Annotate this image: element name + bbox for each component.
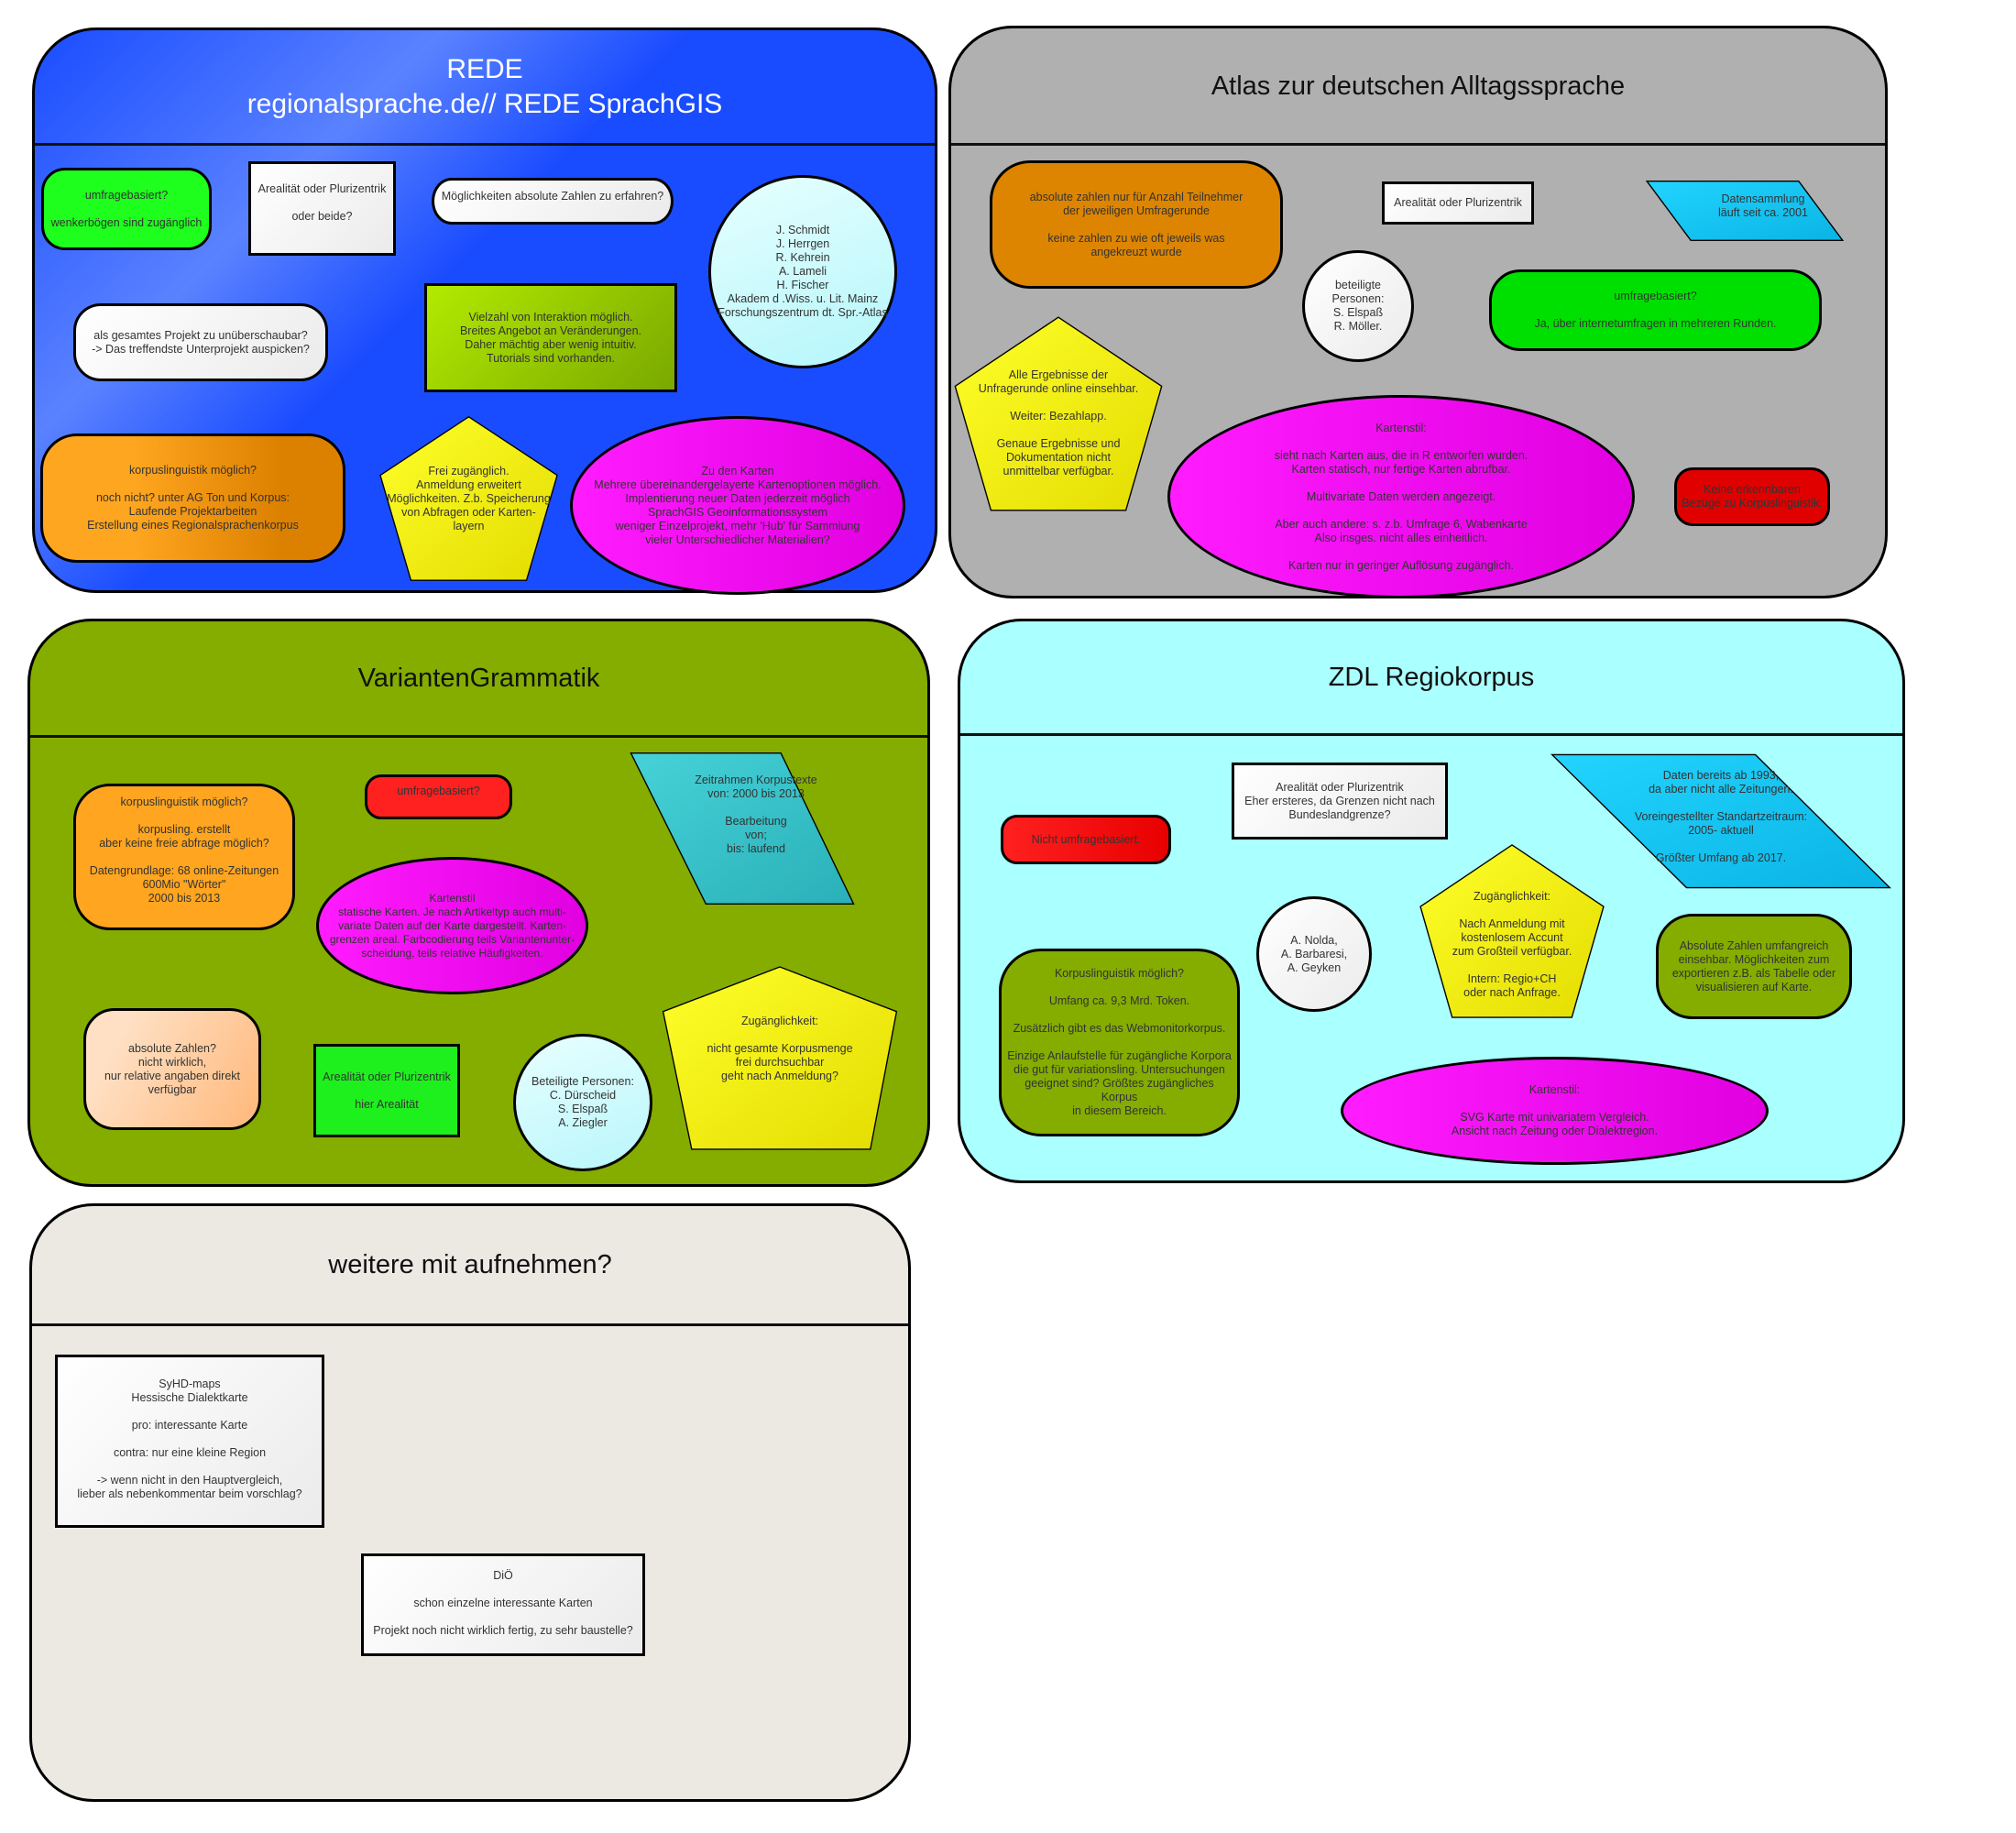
varianten-zahlen-box[interactable]: absolute Zahlen? nicht wirklich, nur rel… xyxy=(83,1008,261,1130)
zdl-zugang-pentagon[interactable]: Zugänglichkeit: Nach Anmeldung mit koste… xyxy=(1419,843,1605,1019)
pentagon-shape xyxy=(1419,843,1605,1019)
panel-title-zdl: ZDL Regiokorpus xyxy=(960,621,1902,736)
zdl-personen-ellipse[interactable]: A. Nolda, A. Barbaresi, A. Geyken xyxy=(1256,896,1372,1012)
rede-zugang-pentagon[interactable]: Frei zugänglich. Anmeldung erweitert Mög… xyxy=(378,415,559,582)
zdl-kartenstil-ellipse[interactable]: Kartenstil: SVG Karte mit univariatem Ve… xyxy=(1341,1057,1769,1165)
atlas-zahlen-box[interactable]: absolute zahlen nur für Anzahl Teilnehme… xyxy=(990,160,1283,289)
atlas-daten-text: Datensammlung läuft seit ca. 2001 xyxy=(1718,192,1808,219)
zdl-areal-box[interactable]: Arealität oder Plurizentrik Eher erstere… xyxy=(1232,763,1448,840)
rede-interaktion-box[interactable]: Vielzahl von Interaktion möglich. Breite… xyxy=(424,283,677,392)
parallelogram-shape xyxy=(1645,181,1845,241)
rede-projekt-box[interactable]: als gesamtes Projekt zu unüberschaubar? … xyxy=(73,303,328,381)
varianten-zugang-text: Zugänglichkeit: nicht gesamte Korpusmeng… xyxy=(707,1015,853,1082)
varianten-zeitrahmen-text: Zeitrahmen Korpustexte von: 2000 bis 201… xyxy=(695,774,817,855)
zdl-korpus-box[interactable]: Korpuslinguistik möglich? Umfang ca. 9,3… xyxy=(999,949,1240,1136)
varianten-zeitrahmen-parallelogram[interactable]: Zeitrahmen Korpustexte von: 2000 bis 201… xyxy=(629,752,856,906)
rede-korpus-box[interactable]: korpuslinguistik möglich? noch nicht? un… xyxy=(40,434,345,563)
rede-karten-ellipse[interactable]: Zu den Karten Mehrere übereinandergelaye… xyxy=(570,416,905,595)
panel-title-weitere: weitere mit aufnehmen? xyxy=(32,1206,908,1326)
varianten-zugang-pentagon[interactable]: Zugänglichkeit: nicht gesamte Korpusmeng… xyxy=(661,965,899,1151)
zdl-zugang-text: Zugänglichkeit: Nach Anmeldung mit koste… xyxy=(1452,890,1572,999)
atlas-areal-box[interactable]: Arealität oder Plurizentrik xyxy=(1382,181,1534,225)
parallelogram-shape xyxy=(1549,753,1893,889)
rede-zugang-text: Frei zugänglich. Anmeldung erweitert Mög… xyxy=(387,464,551,532)
panel-title-varianten: VariantenGrammatik xyxy=(30,621,927,738)
weitere-syhd-box[interactable]: SyHD-maps Hessische Dialektkarte pro: in… xyxy=(55,1355,324,1528)
zdl-zahlen-box[interactable]: Absolute Zahlen umfangreich einsehbar. M… xyxy=(1656,914,1852,1019)
pentagon-shape xyxy=(378,415,559,582)
rede-areal-box[interactable]: Arealität oder Plurizentrik oder beide? xyxy=(248,161,396,256)
atlas-ergebnisse-pentagon[interactable]: Alle Ergebnisse der Unfragerunde online … xyxy=(953,315,1164,512)
parallelogram-shape xyxy=(629,752,856,906)
zdl-daten-parallelogram[interactable]: Daten bereits ab 1993, da aber nicht all… xyxy=(1549,753,1893,889)
atlas-kartenstil-ellipse[interactable]: Kartenstil: sieht nach Karten aus, die i… xyxy=(1167,395,1635,598)
rede-zahlen-box[interactable]: Möglichkeiten absolute Zahlen zu erfahre… xyxy=(432,178,674,225)
varianten-umfrage-box[interactable]: umfragebasiert? xyxy=(365,774,512,819)
atlas-personen-ellipse[interactable]: beteiligte Personen: S. Elspaß R. Möller… xyxy=(1302,250,1414,362)
varianten-personen-ellipse[interactable]: Beteiligte Personen: C. Dürscheid S. Els… xyxy=(513,1034,652,1171)
pentagon-shape xyxy=(661,965,899,1151)
weitere-dio-box[interactable]: DiÖ schon einzelne interessante Karten P… xyxy=(361,1553,645,1656)
atlas-umfrage-box[interactable]: umfragebasiert? Ja, über internetumfrage… xyxy=(1489,269,1822,351)
rede-umfrage-box[interactable]: umfragebasiert? wenkerbögen sind zugängl… xyxy=(41,168,212,250)
varianten-korpus-box[interactable]: korpuslinguistik möglich? korpusling. er… xyxy=(73,784,295,930)
rede-personen-circle[interactable]: J. Schmidt J. Herrgen R. Kehrein A. Lame… xyxy=(708,175,897,368)
panel-title-rede: REDE regionalsprache.de// REDE SprachGIS xyxy=(35,30,935,146)
zdl-daten-text: Daten bereits ab 1993, da aber nicht all… xyxy=(1634,768,1808,864)
varianten-kartenstil-ellipse[interactable]: Kartenstil statische Karten. Je nach Art… xyxy=(316,857,588,994)
panel-title-atlas: Atlas zur deutschen Alltagssprache xyxy=(951,28,1885,146)
pentagon-shape xyxy=(953,315,1164,512)
atlas-daten-parallelogram[interactable]: Datensammlung läuft seit ca. 2001 xyxy=(1645,181,1845,241)
atlas-korpus-box[interactable]: Keine erkennbaren Bezüge zu Korpuslingui… xyxy=(1674,467,1830,526)
atlas-ergebnisse-text: Alle Ergebnisse der Unfragerunde online … xyxy=(978,368,1139,477)
varianten-areal-box[interactable]: Arealität oder Plurizentrik hier Arealit… xyxy=(313,1044,460,1137)
zdl-umfrage-box[interactable]: Nicht umfragebasiert. xyxy=(1001,815,1171,864)
